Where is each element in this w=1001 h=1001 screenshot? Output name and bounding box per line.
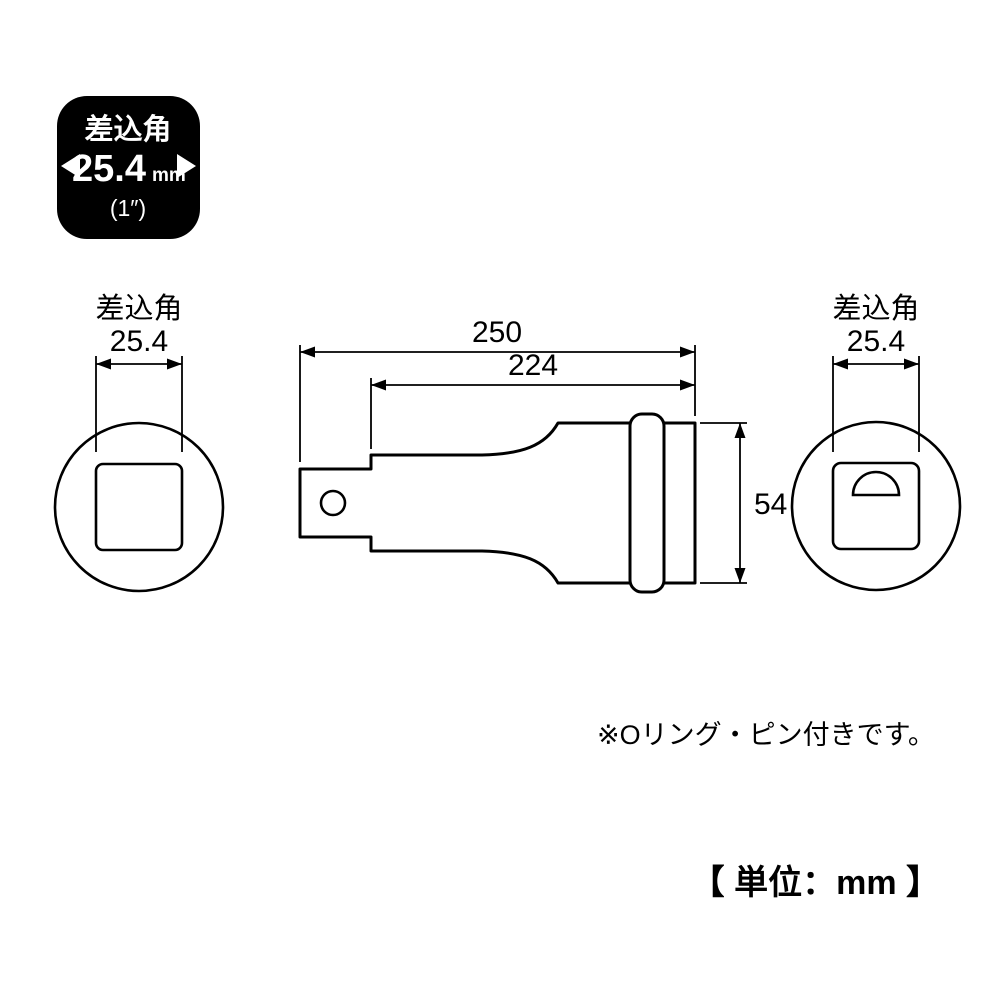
extension-bar-body — [298, 421, 697, 585]
left-view-arrow-right-icon — [167, 358, 182, 370]
right-view-outer-circle — [790, 420, 962, 592]
badge-right-arrow-icon — [177, 154, 196, 178]
overall-arrow-right-icon — [680, 346, 695, 358]
badge-size-value: 25.4 — [72, 148, 146, 190]
right-view-square-drive — [831, 461, 921, 551]
right-view-arrow-right-icon — [904, 358, 919, 370]
units-label: 【 単位：mm 】 — [691, 864, 940, 902]
left-end-view: 差込角 25.4 — [53, 292, 225, 593]
diameter-arrow-bottom-icon — [734, 568, 746, 583]
badge-inch-value: (1″) — [110, 195, 146, 221]
dimension-overall-length: 250 — [299, 316, 696, 462]
badge-background — [57, 96, 200, 239]
badge-title: 差込角 — [84, 113, 171, 146]
right-view-pin-dome — [851, 470, 901, 497]
shaft-arrow-right-icon — [680, 379, 695, 391]
shaft-arrow-left-icon — [371, 379, 386, 391]
right-view-label: 差込角 — [832, 292, 919, 325]
side-view: 250 224 54 — [298, 316, 787, 594]
right-view-arrow-left-icon — [833, 358, 848, 370]
badge-left-arrow-icon — [61, 154, 80, 178]
left-view-square-hole — [94, 462, 184, 552]
left-view-dimension-text: 25.4 — [110, 325, 168, 358]
diameter-arrow-top-icon — [734, 423, 746, 438]
overall-arrow-left-icon — [300, 346, 315, 358]
left-view-outer-circle — [53, 421, 225, 593]
right-view-dimension-text: 25.4 — [847, 325, 905, 358]
left-view-label: 差込角 — [95, 292, 182, 325]
diameter-text: 54 — [754, 488, 787, 521]
dimension-shaft-length: 224 — [370, 349, 695, 449]
dimension-diameter: 54 — [700, 422, 787, 584]
left-view-arrow-left-icon — [96, 358, 111, 370]
o-ring — [628, 412, 666, 594]
shaft-length-text: 224 — [508, 349, 558, 382]
oring-note-text: ※Oリング・ピン付きです。 — [597, 720, 935, 750]
right-end-view: 差込角 25.4 — [790, 292, 962, 592]
drive-size-badge: 差込角 25.4 mm (1″) — [57, 96, 200, 239]
pin-hole — [319, 489, 347, 517]
overall-length-text: 250 — [472, 316, 522, 349]
